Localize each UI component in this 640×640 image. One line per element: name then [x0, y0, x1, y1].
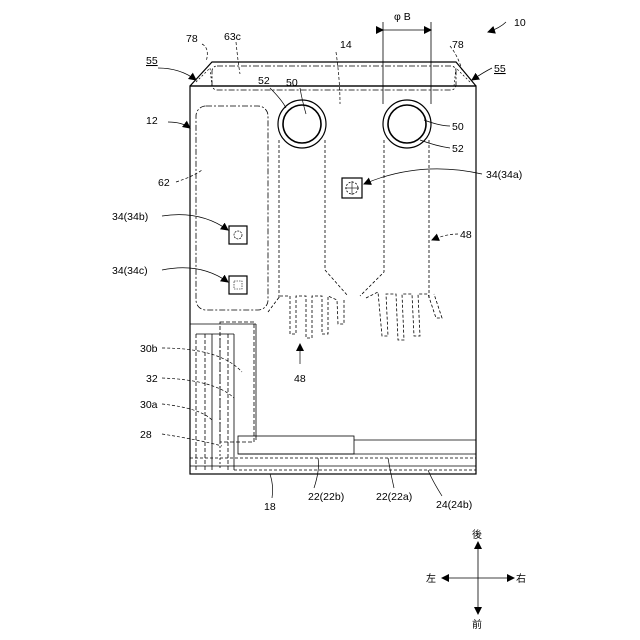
label-50-right: 50	[452, 121, 464, 133]
bottom-rails	[190, 436, 476, 470]
label-78-left: 78	[186, 33, 198, 45]
sensor-34b	[229, 226, 247, 244]
compass-back: 後	[472, 528, 482, 541]
label-28: 28	[140, 429, 152, 441]
label-30a: 30a	[140, 399, 158, 411]
label-52-left: 52	[258, 75, 270, 87]
label-14: 14	[340, 39, 352, 51]
label-32: 32	[146, 373, 158, 385]
glove-left	[268, 140, 348, 338]
label-48-bottom: 48	[294, 373, 306, 385]
label-18: 18	[264, 501, 276, 513]
label-55-left: 55	[146, 55, 158, 67]
label-63c: 63c	[224, 31, 241, 43]
label-22b: 22(22b)	[308, 491, 344, 503]
label-34c: 34(34c)	[112, 265, 148, 277]
direction-compass	[442, 542, 514, 614]
dimension-label: φ B	[394, 11, 411, 23]
label-22a: 22(22a)	[376, 491, 412, 503]
label-78-right: 78	[452, 39, 464, 51]
glove-right	[360, 140, 442, 340]
sensor-34c	[229, 276, 247, 294]
left-panel-62	[196, 106, 268, 310]
label-62: 62	[158, 177, 170, 189]
compass-front: 前	[472, 618, 482, 631]
label-52-right: 52	[452, 143, 464, 155]
label-12: 12	[146, 115, 158, 127]
label-24b: 24(24b)	[436, 499, 472, 511]
label-50-left: 50	[286, 77, 298, 89]
dimension-phi-b	[383, 22, 431, 104]
sensor-34a	[342, 178, 362, 198]
compass-right: 右	[516, 572, 526, 585]
label-30b: 30b	[140, 343, 158, 355]
port-right	[383, 100, 431, 148]
compass-left: 左	[426, 572, 436, 585]
lower-left-columns	[190, 322, 256, 470]
label-48-right: 48	[460, 229, 472, 241]
label-55-right: 55	[494, 63, 506, 75]
label-34b: 34(34b)	[112, 211, 148, 223]
label-34a: 34(34a)	[486, 169, 522, 181]
ref-10: 10	[514, 17, 526, 29]
housing-outline	[190, 62, 476, 474]
leader-lines	[158, 22, 506, 498]
